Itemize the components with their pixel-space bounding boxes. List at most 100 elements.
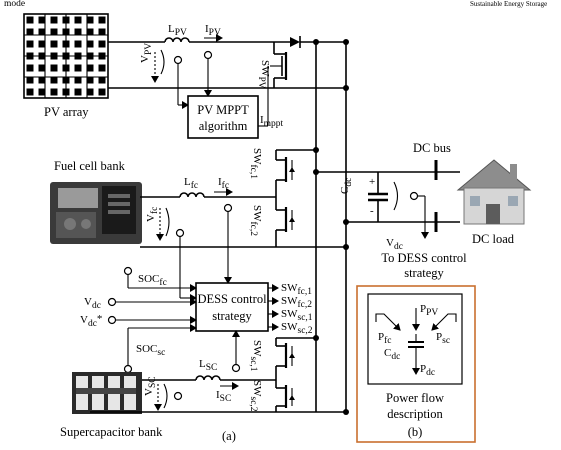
svg-text:Psc: Psc <box>436 331 450 346</box>
fuel-cell-bank-label: Fuel cell bank <box>54 159 126 173</box>
pv-inductor-sub: PV <box>175 28 187 38</box>
sc-switch-1-icon <box>275 337 316 380</box>
dc-bus-label: DC bus <box>413 141 451 155</box>
svg-text:Imppt: Imppt <box>260 114 284 129</box>
ctrl-out-fc2-label: SW <box>281 295 298 307</box>
soc-fc-node <box>123 266 133 276</box>
dc-cap-minus: - <box>370 205 374 217</box>
pv-switch-sub: PV <box>256 77 266 89</box>
pv-current-label: I <box>205 23 209 35</box>
svg-text:VPV: VPV <box>139 43 154 63</box>
fc-sw2-label: SW <box>251 205 263 222</box>
dc-load-label: DC load <box>472 232 515 246</box>
svg-text:SWfc,2: SWfc,2 <box>281 295 312 310</box>
figure-tag-a: (a) <box>222 429 236 443</box>
svg-text:Pdc: Pdc <box>420 363 435 378</box>
svg-text:SOCfc: SOCfc <box>138 273 167 288</box>
ctrl-output-fc1: SWfc,1 <box>268 282 312 297</box>
header-right-text: Sustainable Energy Storage <box>470 0 547 8</box>
fc-sw1-sub: fc,1 <box>248 165 259 180</box>
pf-pdc-label: P <box>420 363 426 375</box>
pv-inductor-label: L <box>168 23 175 35</box>
svg-text:SWsc,2: SWsc,2 <box>248 380 263 412</box>
pv-voltage-sub: PV <box>144 43 154 55</box>
fc-sw1-label: SW <box>251 148 263 165</box>
sc-sw1-label: SW <box>251 340 263 357</box>
svg-text:Vfc: Vfc <box>145 207 160 222</box>
ctrl-vdcstar-sub: dc <box>88 319 97 329</box>
supercapacitor-image <box>72 372 142 414</box>
ctrl-vdcstar-mark: * <box>97 313 103 325</box>
sc-sw2-sub: sc,2 <box>248 397 258 412</box>
soc-sc-label: SOC <box>136 343 157 355</box>
ctrl-vdc-label: V <box>84 296 92 308</box>
fc-current-sub: fc <box>222 180 229 191</box>
svg-text:PPV: PPV <box>420 303 438 318</box>
fc-inductor-label: L <box>184 176 191 188</box>
house-load-icon <box>456 159 532 225</box>
ctrl-vdc-node <box>107 297 117 307</box>
pf-psc-sub: sc <box>442 336 450 346</box>
fc-switch-1-icon <box>275 149 316 197</box>
ctrl-out-sc2-label: SW <box>281 321 298 333</box>
pf-caption-line1: Power flow <box>386 391 444 405</box>
sc-inductor <box>195 375 221 381</box>
svg-text:SWfc,1: SWfc,1 <box>281 282 312 297</box>
sc-voltage-sub: SC <box>148 376 158 388</box>
fc-inductor-sub: fc <box>191 180 198 191</box>
svg-text:ISC: ISC <box>216 389 231 404</box>
pv-impp-label: I <box>260 114 264 126</box>
fc-inductor <box>179 192 205 198</box>
ctrl-out-sc1-label: SW <box>281 308 298 320</box>
sc-inductor-sub: SC <box>206 363 218 373</box>
pf-cdc-sub: dc <box>391 352 400 362</box>
svg-text:SWsc,1: SWsc,1 <box>248 340 263 372</box>
pf-ppv-label: P <box>420 303 426 315</box>
dc-cap-plus: + <box>369 176 375 188</box>
sc-sw2-label: SW <box>251 380 263 397</box>
dc-to-dess-line1: To DESS control <box>381 251 467 265</box>
dc-vdc-label: V <box>386 237 394 249</box>
pf-psc-label: P <box>436 331 442 343</box>
dc-vdc-sub: dc <box>394 242 403 252</box>
fc-voltage-sub: fc <box>149 207 160 214</box>
pf-pfc-label: P <box>378 331 384 343</box>
svg-text:Cdc: Cdc <box>339 178 354 194</box>
fc-current-sense-node <box>223 203 233 213</box>
pv-mppt-box <box>187 95 259 139</box>
pf-panel-tag: (b) <box>408 425 423 439</box>
svg-text:SWsc,2: SWsc,2 <box>281 321 313 336</box>
pf-ppv-sub: PV <box>426 308 438 318</box>
pf-pdc-sub: dc <box>426 368 435 378</box>
ctrl-vdc-sub: dc <box>92 301 101 311</box>
pv-diode-icon <box>290 36 301 48</box>
pv-mppt-line2: algorithm <box>199 119 248 133</box>
ctrl-out-sc1-sub: sc,1 <box>298 313 313 323</box>
dc-cap-label: C <box>339 187 351 194</box>
pv-junction-dot <box>313 39 319 45</box>
soc-sc-node <box>123 364 133 374</box>
svg-text:SWfc,2: SWfc,2 <box>248 205 263 236</box>
ctrl-out-fc2-sub: fc,2 <box>298 299 313 310</box>
ctrl-vdcstar-node <box>107 315 117 325</box>
svg-text:SWsc,1: SWsc,1 <box>281 308 313 323</box>
ctrl-vdcstar-label: V <box>80 314 88 326</box>
svg-text:Cdc: Cdc <box>384 347 400 362</box>
ctrl-out-fc1-label: SW <box>281 282 298 294</box>
svg-text:IPV: IPV <box>205 23 221 38</box>
dess-control-box <box>195 282 269 332</box>
sc-inductor-label: L <box>199 358 206 370</box>
dc-voltage-sense-node <box>409 191 419 201</box>
pv-array-label: PV array <box>44 105 89 119</box>
dc-cap-sub: dc <box>344 178 354 187</box>
svg-text:SWPV: SWPV <box>256 60 271 89</box>
pv-voltage-sense-node <box>173 55 183 65</box>
svg-text:SOCsc: SOCsc <box>136 343 165 358</box>
ctrl-output-sc1: SWsc,1 <box>268 308 313 323</box>
dess-box-line2: strategy <box>212 309 252 323</box>
pf-pfc-arrow <box>375 313 401 331</box>
pf-psc-arrow <box>431 313 457 331</box>
svg-text:Pfc: Pfc <box>378 331 392 346</box>
ctrl-out-sc2-sub: sc,2 <box>298 326 313 336</box>
